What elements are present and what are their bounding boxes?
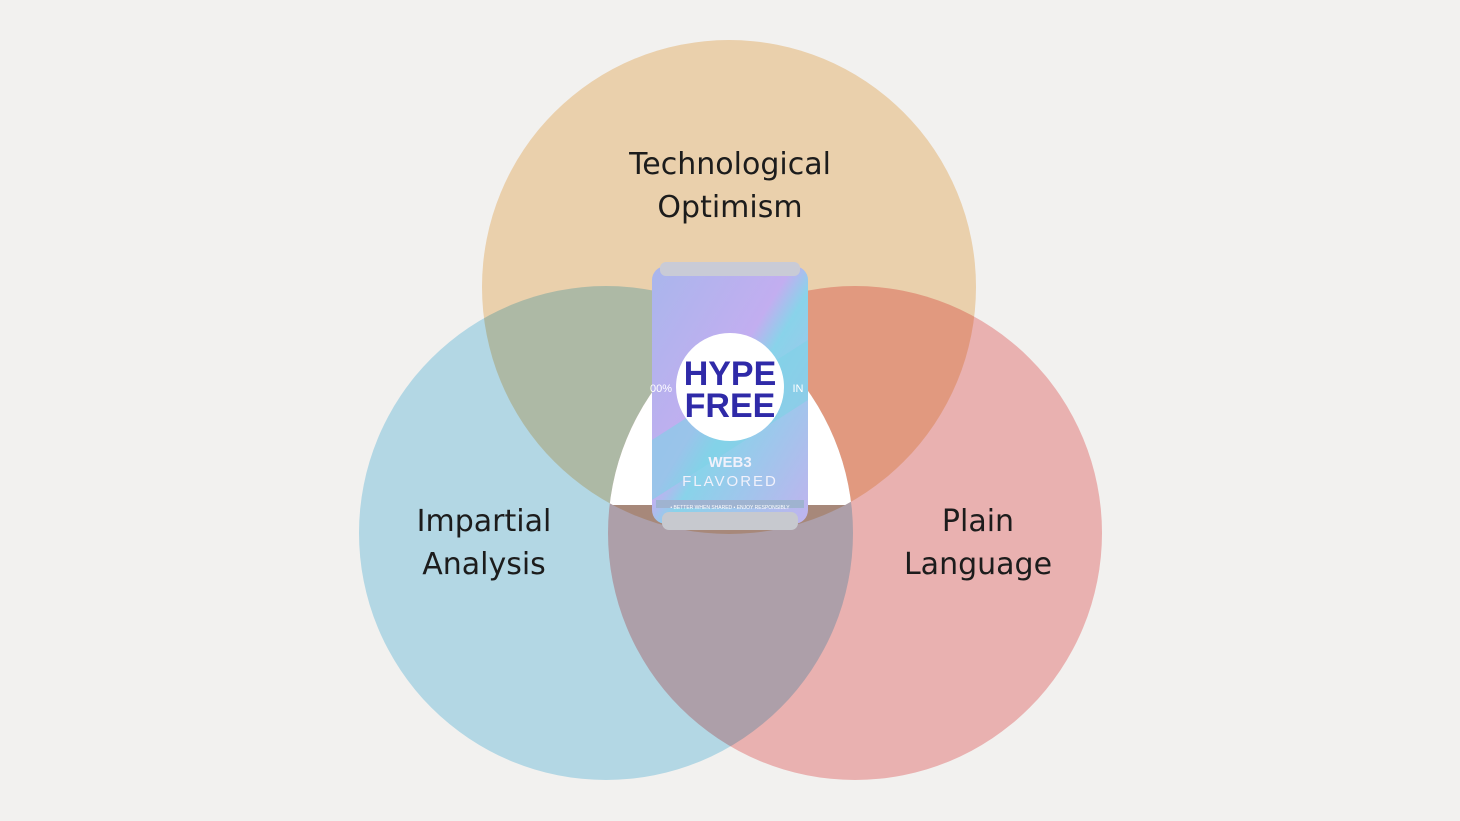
label-technological-optimism: Technological Optimism	[580, 143, 880, 229]
can-band-text: • BETTER WHEN SHARED • ENJOY RESPONSIBLY	[670, 505, 790, 511]
label-line: Analysis	[422, 547, 546, 582]
label-line: Language	[903, 547, 1053, 582]
can-brand-line1: HYPE	[684, 355, 777, 393]
label-line: Optimism	[657, 190, 803, 225]
label-line: Technological	[629, 147, 831, 182]
can-side-left: 00%	[650, 383, 672, 395]
can-sub-line1: WEB3	[708, 454, 751, 471]
can-logo-badge	[676, 333, 784, 441]
can-sub-line2: FLAVORED	[682, 473, 778, 490]
can-image: HYPE FREE 00% IN WEB3 FLAVORED • BETTER …	[650, 262, 808, 530]
label-impartial-analysis: Impartial Analysis	[334, 500, 634, 586]
label-line: Plain	[941, 504, 1015, 539]
can-brand-line2: FREE	[685, 387, 776, 425]
label-plain-language: Plain Language	[828, 500, 1128, 586]
can-side-right: IN	[793, 383, 804, 395]
label-line: Impartial	[416, 504, 552, 539]
